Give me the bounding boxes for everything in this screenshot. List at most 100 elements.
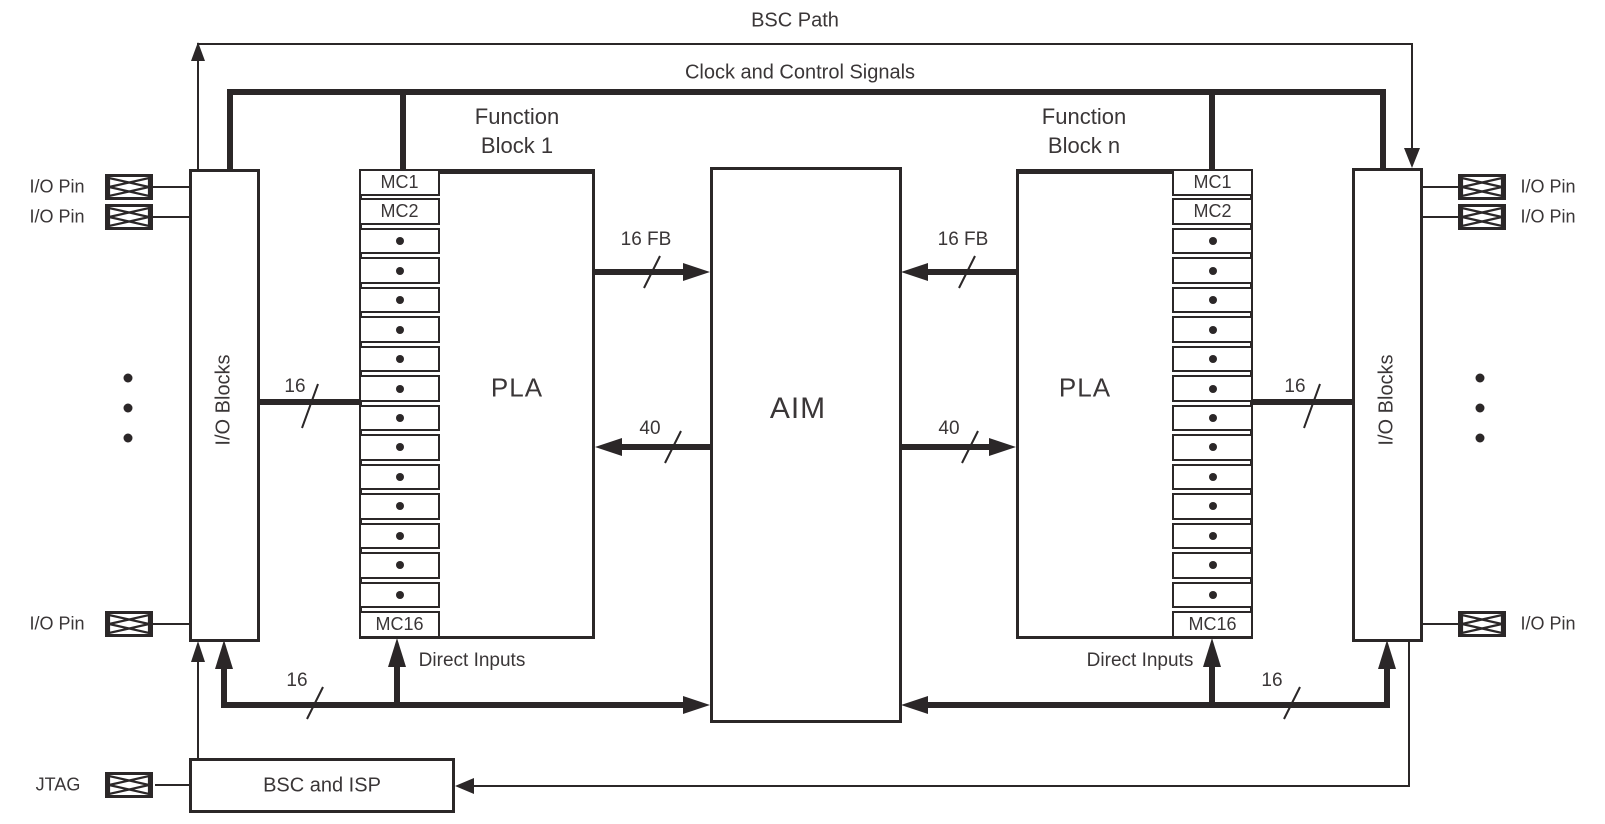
macrocell (359, 522, 440, 550)
pla-label-fbn: PLA (1058, 372, 1112, 403)
macrocell-dot (395, 266, 404, 275)
macrocell (359, 552, 440, 579)
bus-16fb-right-label: 16 FB (937, 229, 989, 250)
macrocell-dot (1208, 561, 1217, 570)
bus-16fb-left (595, 255, 710, 289)
function-block-1-title: Function Block 1 (475, 102, 559, 160)
macrocell (1172, 286, 1253, 314)
bsc-path-label: BSC Path (751, 9, 839, 32)
macrocell-dot (395, 472, 404, 481)
bsc-isp-block (189, 758, 455, 813)
bsc-isp-label: BSC and ISP (263, 774, 381, 797)
direct-inputs-right-label: Direct Inputs (1086, 650, 1194, 671)
bus-16-bottom-left-label: 16 (286, 670, 308, 691)
macrocell-dot (1208, 384, 1217, 393)
direct-inputs-left-arrow (388, 638, 406, 705)
bus-16-left-label: 16 (284, 376, 306, 397)
macrocell (1172, 227, 1253, 255)
aim-block (710, 167, 902, 723)
clock-control-bus (227, 89, 1386, 169)
macrocell-dot (395, 296, 404, 305)
bus-16-bottom-right-label: 16 (1261, 670, 1283, 691)
bus-40-left-label: 40 (639, 418, 661, 439)
bus-16fb-left-label: 16 FB (620, 229, 672, 250)
macrocell (359, 345, 440, 373)
io-pin-label: I/O Pin (1520, 206, 1576, 227)
io-blocks-left (189, 169, 260, 642)
macrocell: MC1 (1172, 169, 1253, 196)
macrocell-dot (1208, 443, 1217, 452)
macrocell: MC16 (1172, 611, 1253, 638)
macrocell: MC1 (359, 169, 440, 196)
io-blocks-left-label: I/O Blocks (212, 354, 235, 446)
macrocell-dot (395, 502, 404, 511)
io-blocks-right (1352, 168, 1423, 642)
macrocell: MC2 (359, 198, 440, 225)
macrocell (359, 375, 440, 402)
function-block-n-title-line1: Function (1041, 104, 1127, 129)
jtag-label: JTAG (35, 774, 81, 795)
macrocell-dot (1208, 355, 1217, 364)
macrocell (359, 493, 440, 520)
direct-inputs-right-arrow (1203, 638, 1221, 705)
macrocell-dot (1208, 414, 1217, 422)
bus-16-left (260, 383, 359, 429)
jtag-pad-icon (105, 772, 153, 798)
macrocell-dot (395, 531, 404, 540)
bsc-to-ioblocks-line (191, 641, 205, 758)
macrocell-dot (1208, 590, 1217, 599)
macrocell (1172, 493, 1253, 520)
macrocell (1172, 522, 1253, 550)
macrocell: MC2 (1172, 198, 1253, 225)
macrocell (1172, 375, 1253, 402)
pla-label-fb1: PLA (490, 372, 544, 403)
macrocell-dot (1208, 237, 1217, 246)
io-pin-label: I/O Pin (1520, 176, 1576, 197)
macrocell (359, 316, 440, 343)
macrocell-dot (395, 590, 404, 599)
function-block-1-title-line2: Block 1 (480, 133, 554, 158)
macrocell-dot (395, 443, 404, 452)
macrocell (1172, 345, 1253, 373)
io-blocks-right-label: I/O Blocks (1375, 354, 1398, 446)
io-pad-icon (105, 611, 153, 637)
macrocell-dot (395, 561, 404, 570)
io-pad-icon (1458, 204, 1506, 230)
macrocell: MC16 (359, 611, 440, 638)
macrocell (359, 434, 440, 461)
macrocell (359, 257, 440, 284)
macrocell-dot (395, 355, 404, 364)
io-pad-icon (1458, 611, 1506, 637)
macrocell-dot (395, 237, 404, 246)
io-pad-icon (1458, 174, 1506, 200)
macrocell (1172, 404, 1253, 432)
macrocell-dot (1208, 266, 1217, 275)
bus-40-right-label: 40 (938, 418, 960, 439)
io-pins-ellipsis-left (123, 373, 133, 443)
function-block-n-title: Function Block n (1042, 102, 1126, 160)
macrocell-dot (1208, 531, 1217, 540)
macrocell (1172, 581, 1253, 609)
io-pin-label: I/O Pin (1520, 613, 1576, 634)
macrocell-dot (395, 384, 404, 393)
io-pin-label: I/O Pin (29, 613, 85, 634)
macrocell (1172, 463, 1253, 491)
macrocell-dot (395, 325, 404, 334)
macrocell (1172, 552, 1253, 579)
macrocell (359, 404, 440, 432)
macrocell (359, 463, 440, 491)
macrocell (1172, 316, 1253, 343)
macrocell-dot (1208, 296, 1217, 305)
ioblocks-to-bsc-line (455, 642, 1410, 794)
clock-control-label: Clock and Control Signals (684, 61, 916, 84)
macrocell (359, 227, 440, 255)
io-pin-label: I/O Pin (29, 176, 85, 197)
io-pad-icon (105, 174, 153, 200)
bus-16fb-right (901, 255, 1016, 289)
io-pins-ellipsis-right (1475, 373, 1485, 443)
function-block-1-title-line1: Function (474, 104, 560, 129)
direct-inputs-left-label: Direct Inputs (418, 650, 526, 671)
macrocell-dot (395, 414, 404, 422)
macrocell (359, 581, 440, 609)
